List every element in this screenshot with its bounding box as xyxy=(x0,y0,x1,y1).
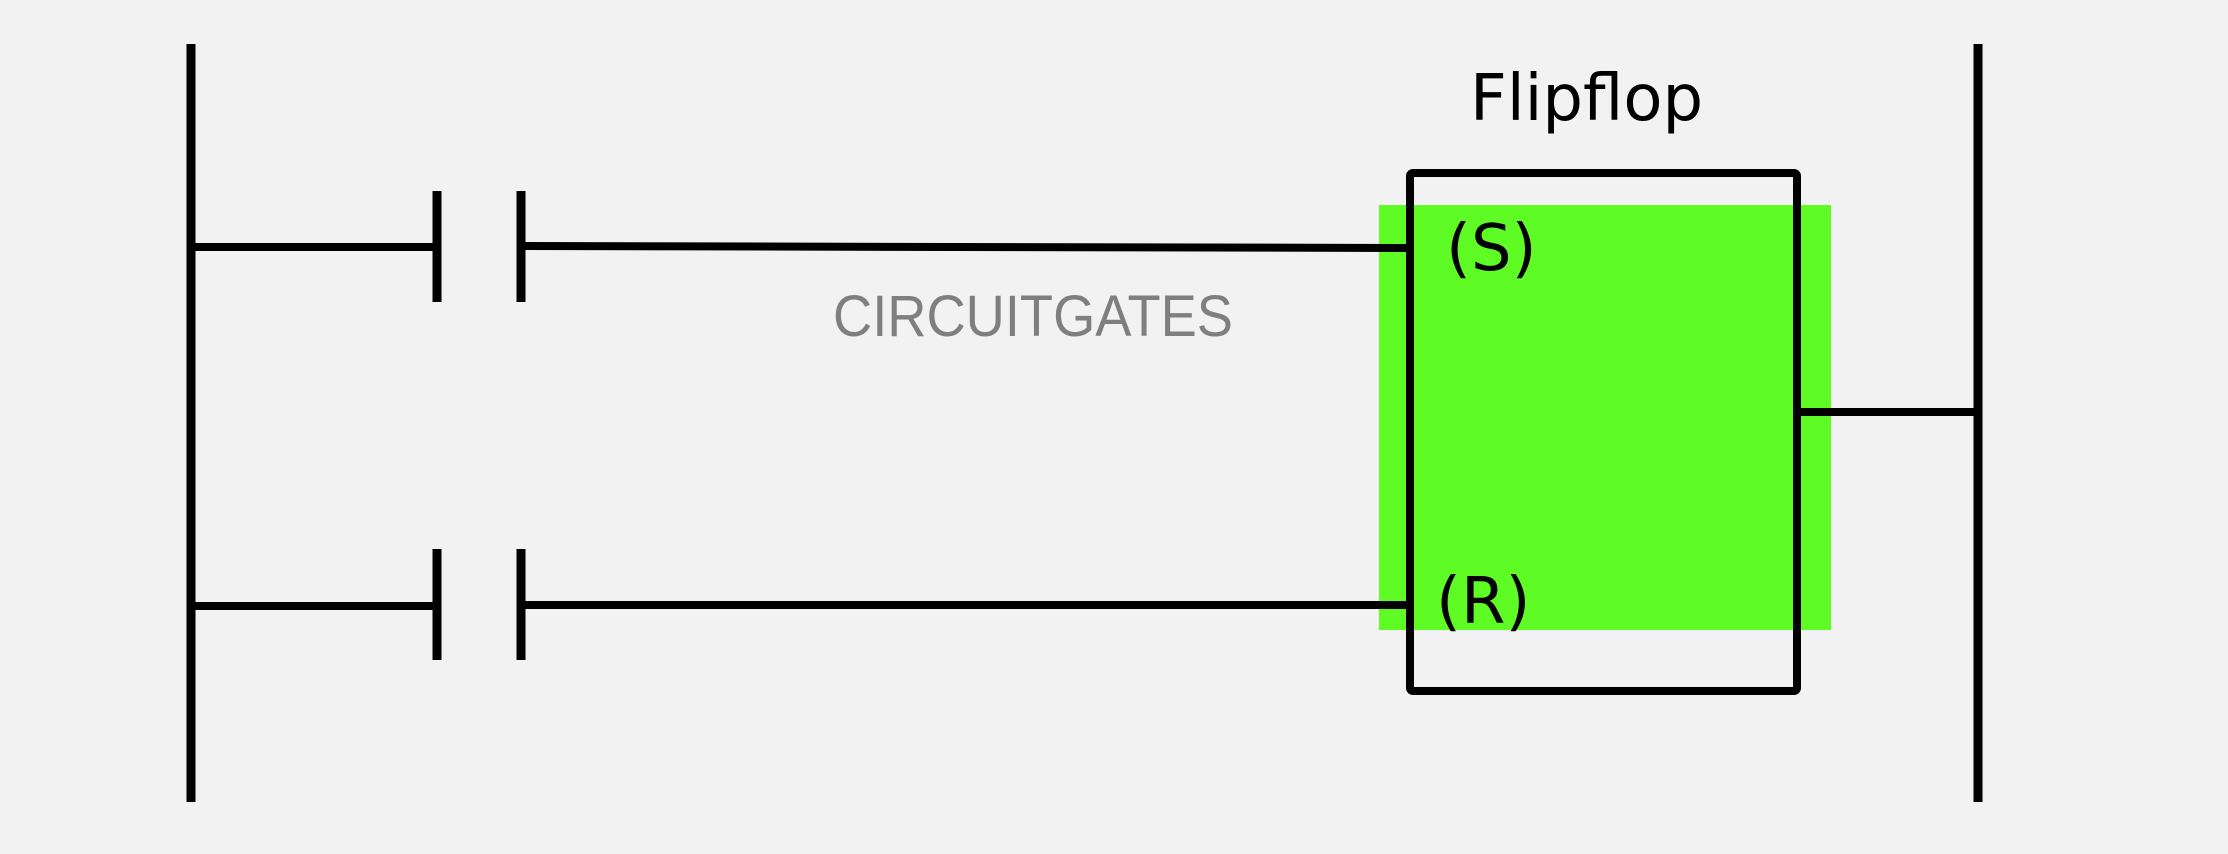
flipflop-block xyxy=(1406,169,1801,695)
set-pin-label: (S) xyxy=(1446,212,1537,286)
flipflop-title: Flipflop xyxy=(1470,62,1703,136)
set-rung-right-wire xyxy=(520,242,1411,252)
set-rung xyxy=(191,191,1411,302)
reset-pin-label: (R) xyxy=(1436,565,1530,639)
flipflop-highlight xyxy=(1379,205,1831,630)
reset-rung xyxy=(187,549,1410,660)
watermark-text: CIRCUITGATES xyxy=(833,284,1233,349)
